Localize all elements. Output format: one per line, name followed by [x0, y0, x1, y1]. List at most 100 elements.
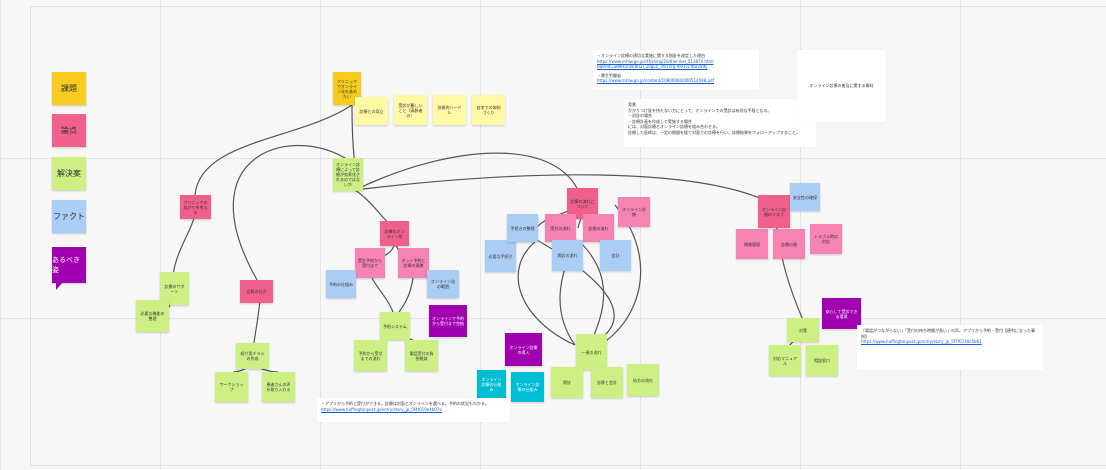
legend-label: 論点: [61, 126, 77, 135]
note-text: 広報の仕方: [246, 289, 267, 294]
reference-textbox[interactable]: ・オンライン診療の適切な実施に関する指針を改定した理由 https://www.…: [593, 50, 759, 90]
sticky-note[interactable]: 広報の仕方: [240, 280, 273, 303]
note-text: 受診予約から受付まで: [358, 258, 382, 268]
ref-link[interactable]: https://www.mhlw.go.jp/content/10800000/…: [597, 78, 714, 83]
ref-link[interactable]: https://www.huffingtonpost.jp/entry/stor…: [321, 406, 442, 412]
sticky-note[interactable]: 安心して受診できる環境: [822, 298, 861, 329]
sticky-note[interactable]: オンライン化の範囲: [427, 270, 459, 298]
note-text: 診療のサポート: [164, 283, 185, 294]
sticky-note[interactable]: 対策: [787, 318, 819, 342]
sticky-note[interactable]: 情報管理: [736, 229, 768, 259]
sticky-note[interactable]: 診察と会計: [591, 367, 623, 398]
note-text: 必要な機能の整理: [140, 311, 165, 321]
sticky-note[interactable]: オンライン診療の導入: [505, 333, 542, 366]
sticky-note[interactable]: オンライン診療の仕組み: [511, 372, 544, 402]
sticky-note[interactable]: トラブル時の対応: [810, 224, 842, 254]
sticky-note[interactable]: 紹介用チラシの作成: [236, 343, 269, 369]
sticky-note[interactable]: 予約の仕組み: [326, 270, 356, 298]
sticky-note[interactable]: 対応マニュアル: [769, 345, 801, 376]
ref-text: 診療した医師は、一定の期間を経て対面での診療を行い、診療結果をフォローアップする…: [628, 129, 800, 135]
ref-link[interactable]: https://www.huffingtonpost.jp/entry/stor…: [861, 339, 982, 344]
note-text: 受診が難しいこと（高齢者の）: [398, 102, 423, 118]
note-text: 会計: [611, 253, 620, 258]
sticky-note[interactable]: 診療との両立: [355, 97, 388, 125]
sticky-note[interactable]: 一連の流れ: [576, 334, 607, 370]
sticky-note[interactable]: 安全性の確保: [790, 183, 820, 211]
legend-fact[interactable]: ファクト: [52, 200, 86, 233]
sticky-note[interactable]: 問診: [551, 367, 583, 398]
ref-text: ・厚生労働省: [597, 72, 621, 78]
notes-textbox[interactable]: 背景 かかりつけ医を持たない方にとって、オンラインでの受診は有効な手段となる。 …: [624, 99, 816, 147]
legend-label: ファクト: [53, 212, 85, 221]
sticky-note[interactable]: 自宅での体制づくり: [472, 95, 505, 125]
sticky-note[interactable]: オンライン診療によって診療が効率化されるのではないか: [333, 158, 363, 191]
note-text: クリニックでオンライン化を進めたい: [337, 78, 357, 99]
legend-issue[interactable]: 課題: [52, 72, 86, 105]
note-text: 受付の流れ: [550, 225, 571, 231]
sticky-note[interactable]: 受診予約から受付まで: [355, 248, 385, 278]
sticky-note[interactable]: オンラインで予約から受付まで完結: [429, 305, 467, 337]
note-text: オンライン化の範囲: [431, 279, 455, 289]
legend-label: 課題: [61, 84, 77, 93]
sticky-note[interactable]: 必要な手続き: [485, 240, 516, 272]
sticky-note[interactable]: 手続きの整理: [507, 214, 538, 242]
note-text: オンライン診療の仕組み: [515, 382, 540, 392]
sticky-note[interactable]: 診療のサポート: [160, 272, 189, 305]
sticky-note[interactable]: 診察の流れ: [583, 214, 614, 242]
legend-solution[interactable]: 解決案: [52, 157, 86, 190]
note-text: 技術的ハードル: [437, 105, 462, 115]
note-text: 一連の流れ: [581, 349, 602, 355]
sticky-note[interactable]: 受診が難しいこと（高齢者の）: [394, 95, 427, 125]
sticky-note[interactable]: クリニックでオンライン化を進めたい: [333, 72, 361, 105]
note-text: オンライン診療の仕組み: [481, 376, 502, 392]
sticky-note[interactable]: 電話受付の負担軽減: [405, 340, 438, 371]
note-text: オンラインで予約から受付まで完結: [432, 316, 464, 326]
note-text: 相談窓口: [814, 358, 830, 363]
sticky-note[interactable]: クリニックの広がりを考える: [180, 195, 211, 219]
note-text: オンライン診療: [622, 207, 646, 217]
note-text: 診察と会計: [597, 380, 617, 385]
sticky-note[interactable]: 受付の流れ: [545, 214, 576, 242]
note-text: 紹介用チラシの作成: [240, 351, 265, 361]
note-text: 安全性の確保: [793, 194, 817, 200]
note-text: オンライン診療のリスク: [762, 206, 786, 217]
sticky-note[interactable]: オンライン診療の仕組み: [477, 370, 506, 398]
note-text: オンライン診療の導入: [509, 344, 538, 355]
sticky-note[interactable]: 診療のオンライン化: [380, 221, 409, 246]
sticky-note[interactable]: 処方の流れ: [627, 364, 659, 396]
note-text: 情報管理: [744, 241, 760, 247]
reference-textbox[interactable]: 「電話がつながらない」「受付の待ち時間が長い」の声。アプリから予約・受付【便利に…: [857, 325, 1043, 370]
sticky-note[interactable]: 予約から受付までの流れ: [354, 340, 387, 371]
sticky-note[interactable]: 必要な機能の整理: [136, 300, 169, 332]
sticky-note[interactable]: 患者さんの声を取り入れる: [262, 372, 295, 402]
note-text: 診療のオンライン化: [384, 228, 405, 239]
note-text: 診療の流れについて: [570, 198, 595, 209]
sticky-note[interactable]: ネット予約と診療の連携: [398, 248, 429, 278]
note-text: 処方の流れ: [633, 377, 653, 383]
note-text: 予約の仕組み: [329, 281, 353, 287]
note-text: ワークショップ: [219, 382, 244, 392]
sticky-note[interactable]: 診療の質: [773, 229, 805, 259]
sticky-note[interactable]: 予約システム: [380, 312, 410, 340]
ref-link[interactable]: Bq9rld=iwMHDnNr8U2i_20gL6_3foTzrg-RROvCf…: [597, 64, 708, 69]
sticky-note[interactable]: 診療の流れについて: [567, 188, 598, 219]
note-text: 患者さんの声を取り入れる: [266, 382, 291, 392]
note-text: 診察の流れ: [588, 225, 609, 231]
legend-point[interactable]: 論点: [52, 114, 86, 147]
sticky-note[interactable]: 技術的ハードル: [433, 95, 466, 125]
legend-other[interactable]: あるべき姿: [52, 247, 86, 290]
sticky-note[interactable]: 問診の流れ: [552, 240, 583, 271]
note-text: 対応マニュアル: [773, 355, 797, 366]
sticky-note[interactable]: 相談窓口: [806, 345, 838, 376]
note-text: クリニックの広がりを考える: [183, 199, 208, 215]
sticky-note[interactable]: ワークショップ: [215, 372, 248, 402]
sticky-note[interactable]: 会計: [600, 240, 631, 271]
ref-link[interactable]: https://www.mhlw.go.jp/stf/shingi2/other…: [597, 58, 714, 64]
reference-textbox[interactable]: ・アプリから予約と受付ができる。診療は対面とオンラインを選べる。予約の状況もわか…: [317, 398, 510, 422]
ref-text: には、対面診療とオンライン診療を組み合わせる。: [628, 124, 720, 129]
note-text: オンライン診療によって診療が効率化されるのではないか: [336, 162, 360, 187]
sticky-note[interactable]: オンライン診療のリスク: [758, 195, 790, 228]
small-textbox[interactable]: オンライン診療の普及に関する資料: [797, 50, 886, 122]
sticky-note[interactable]: オンライン診療: [618, 197, 650, 227]
